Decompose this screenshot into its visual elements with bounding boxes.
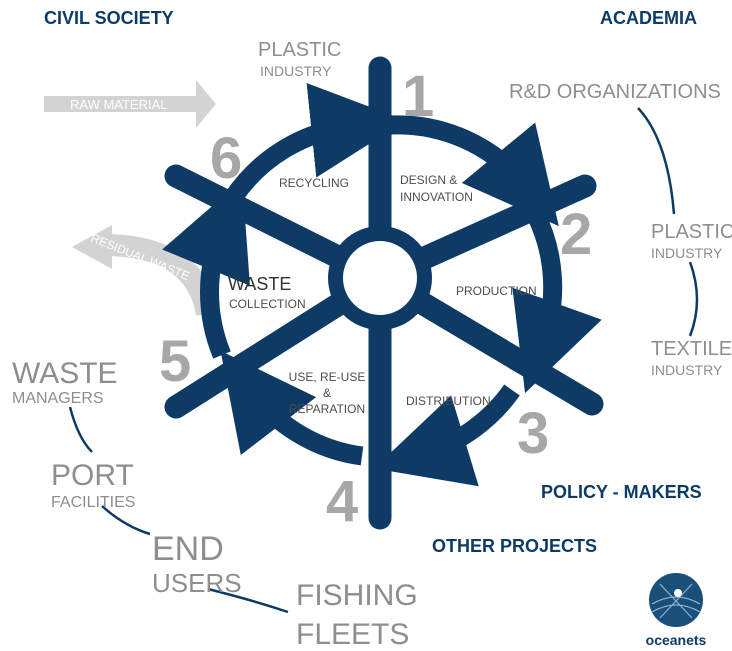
waste-managers-line2: MANAGERS [12,390,104,407]
right-chain-connector [637,107,699,337]
plastic-industry-right-line2: INDUSTRY [651,245,723,261]
corner-civil-society: CIVIL SOCIETY [44,8,174,28]
logo-text: oceanets [646,632,707,648]
arc-design-to-production [389,115,559,227]
fishing-fleets-line1: FISHING [296,579,418,612]
fishing-fleets-line2: FLEETS [296,618,409,651]
stage-number-3: 3 [517,401,549,466]
stage-2-label: PRODUCTION [456,284,537,298]
end-users-line1: END [152,530,224,568]
corner-academia: ACADEMIA [600,8,697,28]
stage-6-label: RECYCLING [279,176,349,190]
circular-wheel [162,56,604,530]
plastic-industry-top-line1: PLASTIC [258,39,341,61]
wheel-hub-center [343,241,417,315]
textile-industry-line1: TEXTILE [651,338,732,360]
arc-distribution-to-use [374,384,520,487]
logo-globe-icon [649,573,703,627]
stage-1-line1: DESIGN & [400,173,457,187]
arc-production-to-distribution [512,208,602,394]
stage-1-line2: INNOVATION [400,190,473,204]
raw-material-label: RAW MATERIAL [70,97,168,112]
textile-industry-line2: INDUSTRY [651,362,723,378]
plastic-industry-right-line1: PLASTIC [651,221,732,243]
stage-5-line1: WASTE [228,274,291,294]
stage-number-4: 4 [326,469,358,534]
port-facilities-line2: FACILITIES [51,494,135,511]
raw-material-arrow: RAW MATERIAL [44,80,216,128]
stage-3-label: DISTRIBUTION [406,394,491,408]
end-users-line2: USERS [152,568,242,598]
corner-policy-makers: POLICY - MAKERS [541,482,702,502]
stage-4-line2: & [323,386,331,400]
stage-4-line3: REPARATION [289,402,365,416]
rd-organizations: R&D ORGANIZATIONS [509,81,721,103]
plastic-industry-top-line2: INDUSTRY [260,63,332,79]
arc-recycling-to-design [225,83,406,204]
stage-number-5: 5 [159,329,191,394]
stage-4-line1: USE, RE-USE [289,370,366,384]
stage-number-2: 2 [560,202,592,267]
stage-number-6: 6 [210,126,242,191]
arc-use-to-collection [220,350,364,466]
port-facilities-line1: PORT [51,459,134,492]
waste-managers-line1: WASTE [12,357,118,390]
residual-waste-arrow: RESIDUAL WASTE [72,225,218,317]
oceanets-logo: oceanets [646,573,707,648]
stage-5-line2: COLLECTION [229,297,306,311]
left-chain-connector [68,406,289,614]
corner-other-projects: OTHER PROJECTS [432,536,597,556]
arc-collection-to-recycling [162,179,250,359]
stage-number-1: 1 [402,64,434,129]
